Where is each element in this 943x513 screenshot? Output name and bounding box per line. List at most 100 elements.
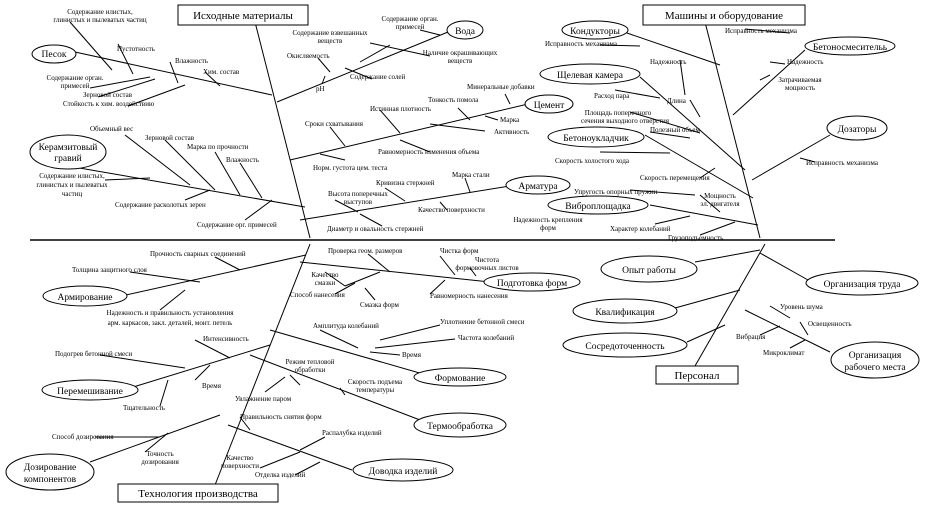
cause-sand-oval [31,44,77,64]
factor-sand-moisture: Влажность [175,57,208,65]
cause-molding-oval [413,367,507,387]
factor-cement-additives: Минеральные добавки [467,83,535,91]
factor-conductors-mech: Исправность механизма [545,40,618,48]
cause-cement-label: Цемент [534,101,565,111]
factor-slot-steam: Расход пара [594,92,630,100]
cause-workplace-oval [830,341,920,379]
cause-gravel: Керамзитовый гравий Объемный вес Зерново… [29,125,306,229]
cause-formprep-label: Подготовка форм [497,278,567,289]
factor-reinf-cover: Толщина защитного слоя [72,266,148,274]
cause-mixer: Бетоносмесительь Исправность механизма Н… [725,27,896,116]
factor-layer-travel: Скорость перемещения [640,174,710,182]
cause-layer-label: Бетоноукладчик [563,134,629,144]
factor-slot-reliability: Надежность [650,58,686,66]
factor-mixer-power-1: Затрачиваемая [778,76,822,84]
cause-mixing-label: Перемешивание [57,387,123,397]
factor-heat-mode-2: обработки [295,366,326,374]
factor-water-color-2: веществ [448,57,473,65]
factor-water-organic-2: примесей [396,23,425,31]
factor-work-light: Освещенность [808,320,852,328]
factor-mix-time: Время [202,382,222,390]
cause-mixing: Перемешивание Интенсивность Подогрев бет… [41,335,271,412]
cause-qualification: Квалификация [572,289,741,324]
cause-vibro-oval [547,195,649,215]
cause-water: Вода Содержание взвешанных веществ Содер… [276,15,498,103]
factor-dose-method: Способ дозирования [52,433,114,441]
factor-mix-intensity: Интенсивность [203,335,249,343]
cause-experience-label: Опыт работы [622,265,676,276]
factor-gravel-strength: Марка по прочности [187,143,249,151]
cause-finishing-oval [352,458,454,482]
cause-reinforcing: Армирование Прочность сварных соединений… [42,250,307,327]
factor-gravel-grain: Зерновой состав [145,134,195,142]
factor-mold-frequency: Частота колебаний [458,334,514,342]
factor-cement-activity: Активность [494,128,529,136]
cause-dispenser-oval [826,115,888,141]
factor-water-salts: Содержание солей [350,73,406,81]
cause-qualification-label: Квалификация [595,307,655,318]
factor-mix-heating: Подогрев бетонной смеси [55,350,132,358]
cause-water-label: Вода [455,27,476,37]
factor-gravel-silt-3: частиц [62,190,83,198]
bone-personnel [694,243,766,367]
factor-form-geometry: Проверка геом. размеров [328,247,403,255]
factor-reinf-install-2: арм. каркасов, закл. деталей, монт. пете… [108,319,233,327]
factor-mix-thorough: Тщательность [123,404,165,412]
cause-rebar-oval [505,175,571,195]
factor-fin-surface-1: Качество [226,454,254,462]
cause-concentration-oval [562,332,688,358]
factor-vibro-fix-1: Надежность крепления [513,216,583,224]
cause-dosing-label-1: Дозирование [24,463,77,473]
factor-fin-stripping: Распалубка изделий [322,429,382,437]
factor-form-sheets-1: Чистота [475,256,500,264]
cause-cement: Цемент Тонкость помола Минеральные добав… [289,83,574,172]
factor-layer-idle: Скорость холостого хода [555,157,630,165]
factor-mold-time: Время [402,351,422,359]
factor-form-method: Способ нанесения [290,291,346,299]
cause-qualification-oval [572,298,678,324]
cause-sand-label: Песок [42,50,67,60]
factor-rebar-curvature: Кривизна стержней [376,179,435,187]
factor-water-color-1: Наличие окрашивающих [423,49,498,57]
bone-materials [254,21,311,239]
cause-vibro-label: Виброплощадка [565,201,631,212]
factor-heat-steam: Увлажнение паром [235,395,292,403]
cause-reinforcing-label: Армирование [57,293,112,303]
factor-dispenser-mech: Исправность механизма [806,159,879,167]
factor-layer-volume: Полезный объем [650,126,700,134]
category-technology: Технология производства [117,483,279,503]
factor-rebar-diameter: Диаметр и овальность стержней [327,225,424,233]
factor-heat-speed-1: Скорость подъема [348,378,403,386]
factor-heat-mode-1: Режим тепловой [285,358,334,366]
factor-gravel-organic: Содержание орг. примесей [197,221,277,229]
category-personnel-label: Персонал [674,370,720,382]
factor-fin-decoration: Отделка изделий [255,471,306,479]
factor-work-climate: Микроклимат [763,349,804,357]
cause-rebar: Арматура Марка стали Кривизна стержней В… [299,171,571,233]
factor-reinf-weld: Прочность сварных соединений [150,250,246,258]
factor-cement-fineness: Тонкость помола [428,96,479,104]
category-machines: Машины и оборудование [642,4,806,26]
factor-work-vibration: Вибрация [736,333,766,341]
factor-fin-removal: Правильность снятия форм [240,413,322,421]
cause-experience-oval [600,255,698,283]
cause-workplace-label-2: рабочего места [844,362,906,373]
cause-gravel-label-1: Керамзитовый [39,142,98,153]
factor-gravel-moisture: Влажность [226,156,259,164]
cause-mixer-label: Бетоносмесительь [813,43,888,53]
factor-slot-area-1: Площадь поперечного [585,109,652,117]
factor-reinf-install-1: Надежность и правильность установления [107,309,235,317]
cause-labor-label: Организация труда [824,280,902,290]
factor-sand-chem: Хим. состав [203,68,240,76]
cause-mixing-oval [41,379,139,401]
cause-concentration-label: Сосредоточенность [585,342,665,352]
cause-heat: Термообработка Режим тепловой обработки … [235,354,507,438]
cause-conductors-label: Кондукторы [570,27,620,37]
cause-workplace-label-1: Организация [849,351,902,361]
category-machines-label: Машины и оборудование [665,10,783,22]
cause-dispenser-label: Дозаторы [838,125,877,135]
cause-heat-label: Термообработка [427,421,494,432]
factor-gravel-silt-2: глинистых и пылеватых [36,181,108,189]
cause-dosing: Дозирование компонентов Способ дозирован… [5,414,221,491]
cause-dosing-oval [5,453,95,491]
